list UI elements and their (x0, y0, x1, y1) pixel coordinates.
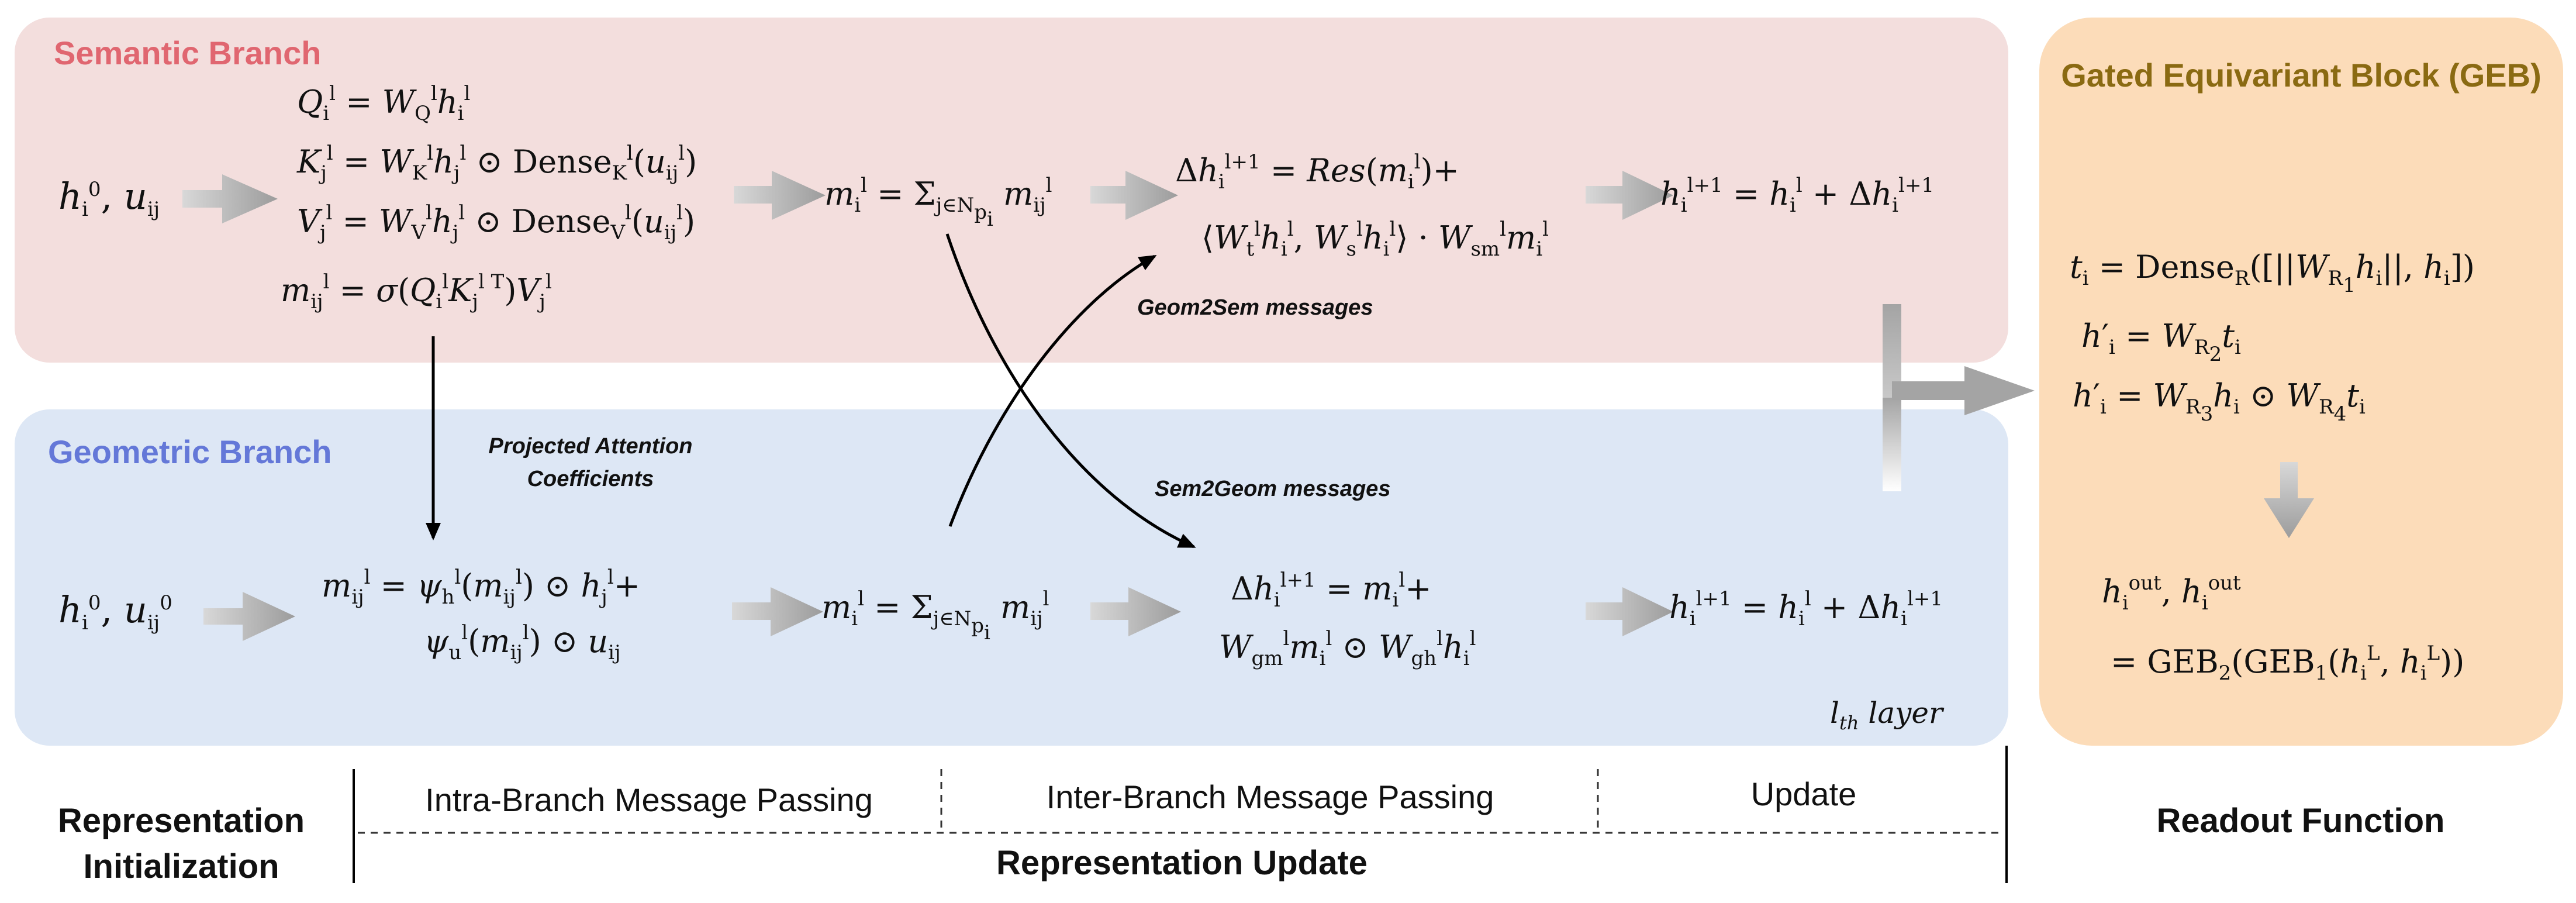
geb-down-arrow (2264, 462, 2314, 538)
sem2geom-arrow (945, 233, 1196, 549)
geo-init-eq: hi0, uij0 (58, 588, 172, 635)
inter-label: Inter-Branch Message Passing (1046, 778, 1494, 815)
arrow-geo-4 (1586, 587, 1673, 636)
sem-delta-eq1: Δhil+1 = Res(mil)+ (1175, 150, 1459, 194)
geb-vhprime-eq: h′i = WR3hi ⊙ WR4ti (2073, 377, 2366, 426)
sem2geom-label: Sem2Geom messages (1155, 477, 1391, 501)
sem-m-eq: mijl = σ(QilKjl T)Vjl (281, 270, 552, 313)
geb-title: Gated Equivariant Block (GEB) (2061, 57, 2542, 94)
sem-agg-eq: mil = Σj∈Npi mijl (824, 174, 1052, 231)
sem-delta-eq2: ⟨Wtlhil, Wslhil⟩ · Wsmlmil (1201, 218, 1549, 261)
semantic-branch-title: Semantic Branch (54, 35, 322, 71)
geometric-branch-title: Geometric Branch (48, 433, 332, 470)
geom2sem-label: Geom2Sem messages (1137, 295, 1373, 320)
update-label: Update (1750, 776, 1857, 812)
geom2sem-arrow (948, 254, 1157, 527)
sem-q-eq: Qil = WQlhil (297, 82, 471, 125)
arrow-sem-3 (1090, 171, 1178, 220)
geb-hprime-eq: h′i = WR2ti (2081, 318, 2241, 366)
sem-v-eq: Vjl = WVlhjl ⊙ DenseVl(uijl) (297, 201, 696, 244)
geo-m-eq2: ψul(mijl) ⊙ uij (424, 621, 621, 664)
projected-attention-label: Projected Attention Coefficients (488, 434, 693, 491)
sem-update-eq: hil+1 = hil + Δhil+1 (1660, 174, 1934, 217)
merge-arrow (1883, 304, 2035, 491)
geb-out-eq1: hiout, hiout (2102, 571, 2241, 615)
geo-update-eq: hil+1 = hil + Δhil+1 (1669, 587, 1943, 630)
geb-panel (2039, 18, 2563, 746)
sem-k-eq: Kjl = WKlhjl ⊙ DenseKl(uijl) (297, 142, 697, 185)
layer-label: lth layer (1830, 696, 1943, 734)
arrow-sem-2 (734, 171, 826, 220)
arrow-geo-2 (732, 587, 823, 636)
intra-label: Intra-Branch Message Passing (425, 781, 873, 818)
readout-label: Readout Function (2156, 802, 2445, 840)
arrow-geo-3 (1090, 587, 1181, 636)
rep-update-label: Representation Update (996, 844, 1368, 882)
semantic-branch-panel (15, 18, 2008, 363)
sem-init-eq: hi0, uij (58, 175, 160, 221)
arrow-sem-4 (1586, 171, 1673, 220)
geb-t-eq: ti = DenseR([||WR1hi||, hi]) (2070, 249, 2475, 297)
geo-m-eq1: mijl = ψhl(mijl) ⊙ hjl+ (322, 566, 640, 609)
geo-delta-eq1: Δhil+1 = mil+ (1231, 568, 1432, 612)
arrow-sem-1 (182, 174, 278, 223)
geometric-branch-panel (15, 409, 2008, 746)
geo-delta-eq2: Wgmlmil ⊙ Wghlhil (1219, 627, 1476, 670)
geb-out-eq2: = GEB2(GEB1(hiL, hiL)) (2111, 642, 2465, 685)
rep-init-label: Representation Initialization (57, 802, 305, 885)
arrow-geo-1 (203, 592, 295, 641)
geo-agg-eq: mil = Σj∈Npi mijl (821, 587, 1049, 644)
